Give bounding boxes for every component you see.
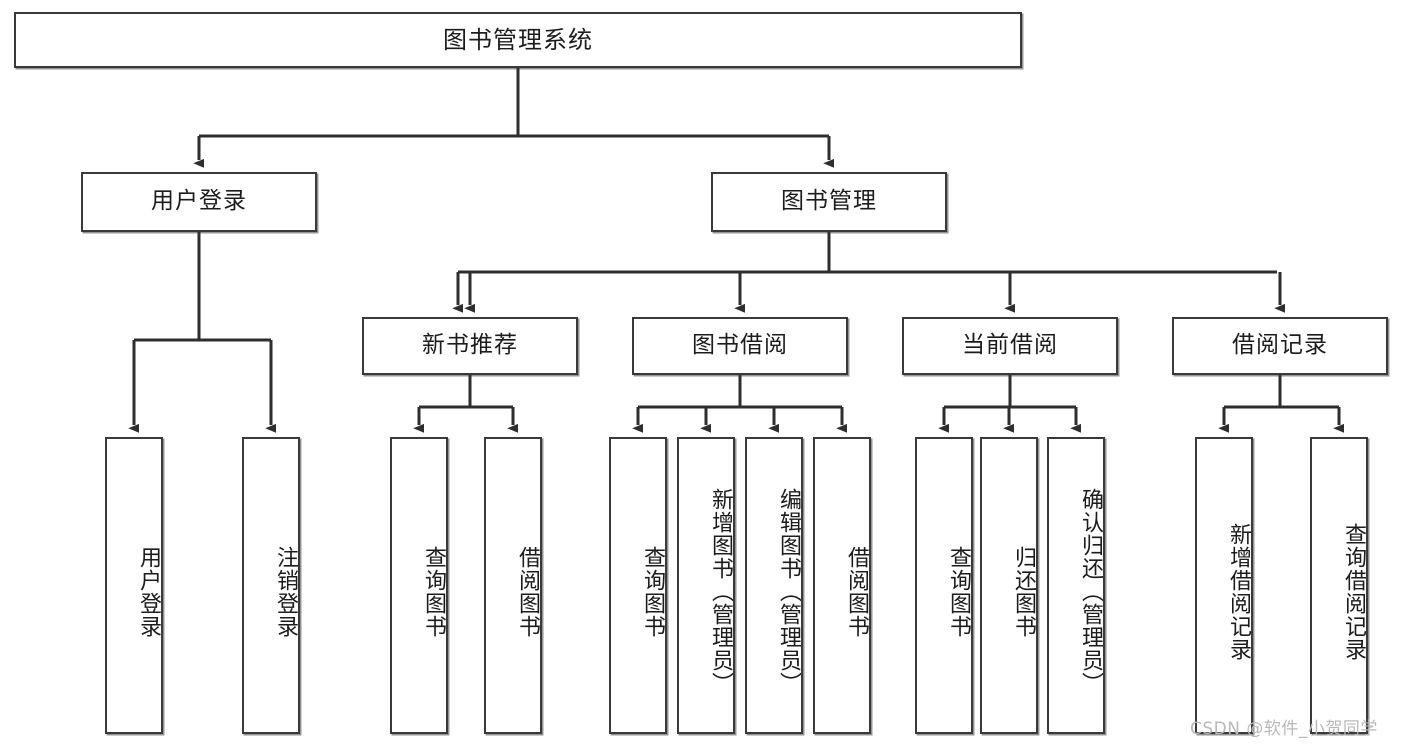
node-leaf-cur-query[interactable]: 查询图书 <box>915 437 973 734</box>
node-label: 借阅图书 <box>515 545 540 638</box>
node-new-book-rec[interactable]: 新书推荐 <box>362 317 578 375</box>
node-label: 确认归还（管理员） <box>1078 488 1103 695</box>
node-root-system[interactable]: 图书管理系统 <box>14 12 1022 68</box>
node-user-login[interactable]: 用户登录 <box>81 172 317 232</box>
node-label: 新增图书（管理员） <box>708 488 733 695</box>
node-leaf-borrow-add[interactable]: 新增图书（管理员） <box>677 437 735 734</box>
node-label: 注销登录 <box>273 545 298 638</box>
node-current-borrow[interactable]: 当前借阅 <box>902 317 1118 375</box>
node-leaf-user-login[interactable]: 用户登录 <box>105 437 163 734</box>
node-label: 查询图书 <box>640 545 665 638</box>
node-borrow-record[interactable]: 借阅记录 <box>1172 317 1388 375</box>
node-leaf-borrow-query[interactable]: 查询图书 <box>609 437 667 734</box>
node-label: 用户登录 <box>136 545 161 638</box>
node-label: 当前借阅 <box>962 332 1058 359</box>
node-label: 用户登录 <box>151 188 247 215</box>
node-label: 借阅图书 <box>844 545 869 638</box>
node-leaf-borrow-do[interactable]: 借阅图书 <box>813 437 871 734</box>
node-label: 新增借阅记录 <box>1226 522 1251 661</box>
node-label: 查询图书 <box>946 545 971 638</box>
node-leaf-record-query[interactable]: 查询借阅记录 <box>1310 437 1368 734</box>
node-leaf-rec-query[interactable]: 查询图书 <box>390 437 448 734</box>
node-label: 查询借阅记录 <box>1341 522 1366 661</box>
node-leaf-cur-return[interactable]: 归还图书 <box>980 437 1038 734</box>
node-label: 编辑图书（管理员） <box>776 488 801 695</box>
node-leaf-borrow-edit[interactable]: 编辑图书（管理员） <box>745 437 803 734</box>
node-label: 新书推荐 <box>422 332 518 359</box>
node-leaf-cur-confirm[interactable]: 确认归还（管理员） <box>1047 437 1105 734</box>
node-label: 图书借阅 <box>692 332 788 359</box>
node-leaf-record-add[interactable]: 新增借阅记录 <box>1195 437 1253 734</box>
node-book-manage[interactable]: 图书管理 <box>711 172 947 232</box>
node-label: 图书管理系统 <box>443 25 593 54</box>
node-leaf-user-logout[interactable]: 注销登录 <box>242 437 300 734</box>
node-book-borrow[interactable]: 图书借阅 <box>632 317 848 375</box>
node-label: 归还图书 <box>1011 545 1036 638</box>
node-leaf-rec-borrow[interactable]: 借阅图书 <box>484 437 542 734</box>
node-label: 查询图书 <box>421 545 446 638</box>
csdn-watermark: CSDN @软件_小贺同学 <box>1190 719 1378 739</box>
node-label: 图书管理 <box>781 188 877 215</box>
node-label: 借阅记录 <box>1232 332 1328 359</box>
